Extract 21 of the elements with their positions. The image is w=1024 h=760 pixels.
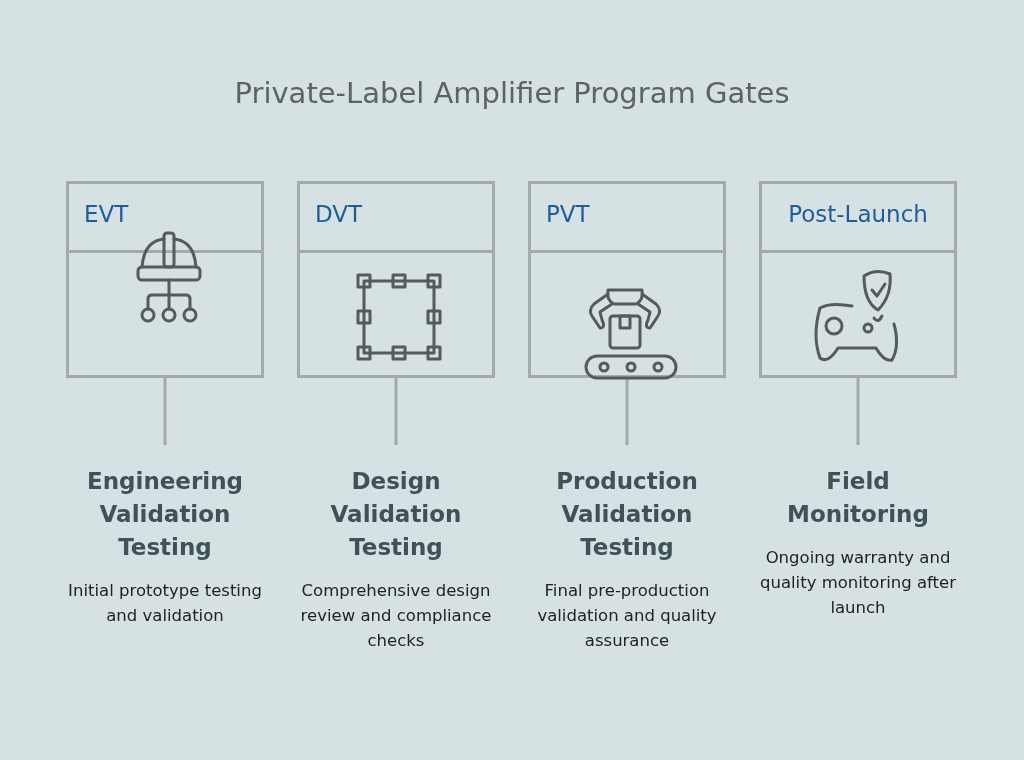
stage-heading: Design Validation Testing xyxy=(329,467,463,562)
stage-card xyxy=(297,181,495,378)
stage-card xyxy=(759,181,957,378)
stage-description: Initial prototype testing and validation xyxy=(67,580,263,627)
connector-line xyxy=(625,378,629,445)
connector-line xyxy=(394,378,398,445)
stage-heading: Production Validation Testing xyxy=(555,467,699,562)
title: Private-Label Amplifier Program Gates xyxy=(233,76,791,110)
stage-description: Final pre-production validation and quality assurance xyxy=(536,580,718,652)
stage-card xyxy=(528,181,726,378)
connector-line xyxy=(856,378,860,445)
stage-label: Post-Launch xyxy=(787,201,929,227)
stage-label: EVT xyxy=(84,201,129,227)
stage-heading: Engineering Validation Testing xyxy=(85,467,245,562)
stage-label: DVT xyxy=(315,201,363,227)
stage-description: Ongoing warranty and quality monitoring after launch xyxy=(758,547,957,619)
stage-heading: Field Monitoring xyxy=(786,467,930,529)
connector-line xyxy=(163,378,167,445)
stage-card xyxy=(66,181,264,378)
stage-label: PVT xyxy=(546,201,590,227)
stage-description: Comprehensive design review and compliance checks xyxy=(299,580,493,652)
